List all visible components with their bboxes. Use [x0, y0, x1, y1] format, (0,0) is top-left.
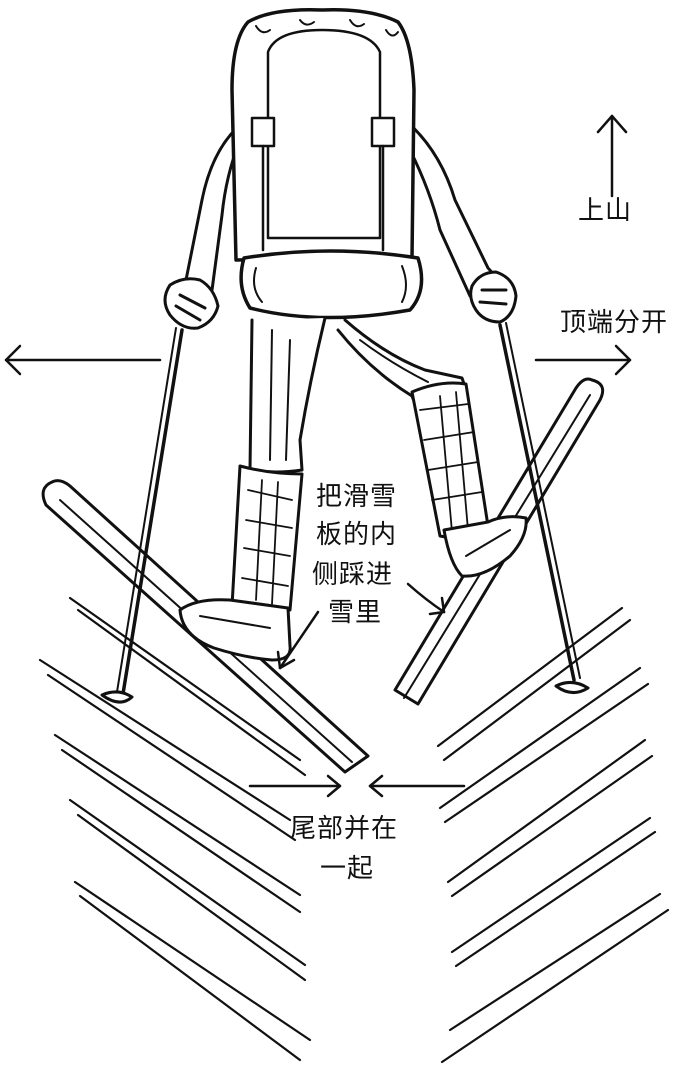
label-tails-line2: 一起 [320, 854, 375, 884]
right-ski-pole [498, 322, 590, 694]
snow-tracks [38, 596, 670, 1064]
left-ski-pole [100, 327, 184, 704]
arrow-tails-from-right [368, 774, 466, 798]
label-tails-line1: 尾部并在 [290, 814, 399, 844]
label-edge-line3: 侧踩进 [312, 560, 394, 590]
arrow-left-outward [4, 344, 162, 376]
arrow-tails-from-left [248, 774, 342, 798]
arrow-to-right-ski-edge [406, 582, 446, 616]
label-edge-line4: 雪里 [328, 598, 383, 628]
skier-figure [163, 8, 528, 662]
label-edge-line2: 板的内 [316, 520, 398, 550]
arrow-to-left-ski-edge [276, 610, 320, 670]
label-tips-apart: 顶端分开 [560, 308, 669, 338]
arrow-uphill [596, 114, 628, 198]
arrow-right-outward [534, 344, 632, 376]
label-edge-line1: 把滑雪 [316, 482, 398, 512]
label-uphill: 上山 [578, 196, 633, 226]
